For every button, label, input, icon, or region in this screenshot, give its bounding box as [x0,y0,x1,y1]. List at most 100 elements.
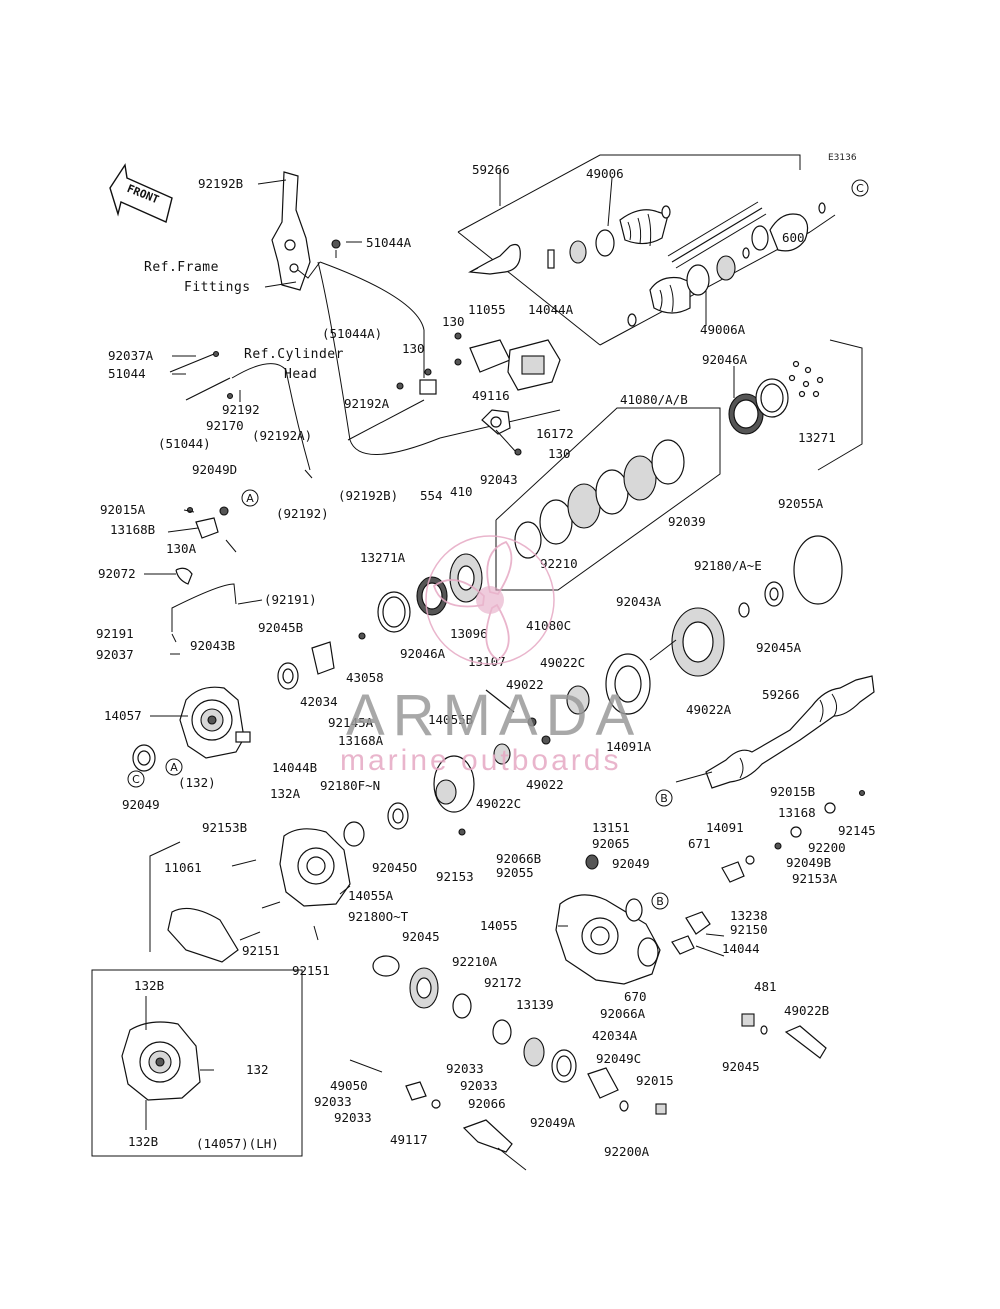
seal-92045O [387,802,409,830]
part-number-label: 92049C [596,1051,641,1066]
seal-92045B [277,662,299,690]
seal-92045A [738,581,784,618]
actuator-arm-49116 [481,409,522,456]
part-number-label: 92049A [530,1115,576,1130]
part-number-label: 49116 [472,388,510,403]
cv-joint-inner [751,202,826,252]
part-number-label: (132) [178,775,216,790]
part-number-label: 92043A [616,594,662,609]
gear-13096 [449,553,483,603]
part-number-label: 130A [166,541,197,556]
part-number-label: 49022C [476,796,521,811]
u-joint-49050 [405,1081,441,1109]
bearing-92210A [452,993,472,1019]
part-number-label: 132 [246,1062,269,1077]
part-number-label: 92192B [198,176,243,191]
connector-letter: C [132,773,140,786]
part-number-label: 49117 [390,1132,428,1147]
watermark-tagline: marine outboards [340,744,621,777]
part-number-label: 92046A [702,352,748,367]
part-number-label: 92145A [328,715,374,730]
part-number-label: 92033 [314,1094,352,1109]
part-number-label: 92043B [190,638,235,653]
part-number-label: 92066B [496,851,541,866]
part-number-label: 92045 [402,929,440,944]
clutch-stack-41080C [495,407,721,591]
part-number-label: 92210A [452,954,498,969]
part-number-label: 92049 [612,856,650,871]
part-number-label: 554 [420,488,443,503]
part-number-label: 670 [624,989,647,1004]
cv-boot-inner [627,247,750,327]
part-number-label: 41080/A/B [620,392,688,407]
spring-13271 [755,378,789,418]
seal-92049-right [585,854,643,922]
sensor-14044 [671,911,711,955]
part-number-label: 14055B [428,712,473,727]
part-number-label: 13238 [730,908,768,923]
part-number-label: 92153 [436,869,474,884]
seal-92049 [132,744,156,772]
part-number-label: 92200A [604,1144,650,1159]
connector-letter: B [656,895,664,908]
part-number-label: 92200 [808,840,846,855]
part-number-label: 14091A [606,739,652,754]
o-ring-92055A [793,535,843,605]
part-number-label: 13168 [778,805,816,820]
part-number-label: 14044B [272,760,317,775]
part-number-label: 92049D [192,462,237,477]
part-number-label: 92180O~T [348,909,409,924]
part-number-label: 13271A [360,550,406,565]
drive-shaft [667,201,767,269]
part-number-label: 600 [782,230,805,245]
front-axle-assembly-outline [457,154,836,346]
pinion-gear-49022C [493,685,590,765]
shim-92046A [416,576,448,616]
part-number-label: 92072 [98,566,136,581]
part-number-label: 92065 [592,836,630,851]
part-number-label: 49022 [526,777,564,792]
ref-cylinder-line2: Head [284,367,317,382]
connector-b-icon: B [651,892,669,910]
part-number-label: 92170 [206,418,244,433]
part-number-label: 14044A [528,302,574,317]
gear-case-14055 [555,894,661,985]
shift-bracket-13168B [186,506,237,553]
part-number-label: 130 [548,446,571,461]
part-number-label: 49022 [506,677,544,692]
part-number-label: 132A [270,786,301,801]
middle-housing-14055A [279,828,351,907]
part-number-label: (92192A) [252,428,312,443]
part-number-label: (92192B) [338,488,398,503]
cable-92191 [171,583,263,632]
clip-92072 [175,567,193,585]
part-number-label: (51044) [158,436,211,451]
shaft-13107 [485,689,515,713]
part-number-label: 92037A [108,348,154,363]
part-number-label: 92153B [202,820,247,835]
part-number-label: 92015 [636,1073,674,1088]
part-number-label: 481 [754,979,777,994]
part-number-label: 92046A [400,646,446,661]
connector-letter: A [170,761,178,774]
balls-600 [788,339,863,471]
part-number-label: 59266 [472,162,510,177]
part-number-label: 49022C [540,655,585,670]
lever-pivot [347,368,437,441]
pinion-42034A [587,1067,667,1115]
shim-92046A-upper [728,393,764,435]
cable-end-92192-left [169,350,313,479]
part-number-label: 92037 [96,647,134,662]
part-number-label: 13139 [516,997,554,1012]
part-number-label: 132B [134,978,164,993]
drive-shaft-59266-lower [705,675,875,789]
ref-frame-line1: Ref.Frame [144,260,219,275]
part-number-label: 92049B [786,855,831,870]
part-number-label: 92153A [792,871,838,886]
part-number-label: (92192) [276,506,329,521]
part-number-label: 92191 [96,626,134,641]
part-number-label: 42034 [300,694,338,709]
part-number-label: 92192 [222,402,260,417]
part-number-label: 13168A [338,733,384,748]
